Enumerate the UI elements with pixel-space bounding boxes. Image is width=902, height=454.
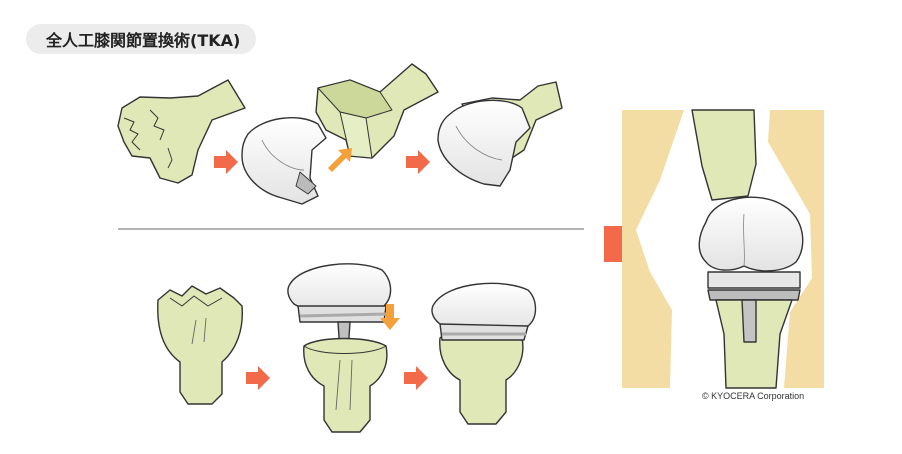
- insert-arrow-tibia: [380, 304, 400, 330]
- step-arrow-femur-2: [406, 150, 430, 174]
- femur-cut: [315, 63, 439, 159]
- step-arrow-femur-1: [214, 150, 238, 174]
- tibia-shaft: [715, 299, 793, 389]
- step-arrow-tibia-2: [404, 366, 428, 390]
- tibia-cut: [303, 337, 388, 433]
- tibial-tray: [707, 289, 801, 301]
- tibial-insert: [707, 271, 801, 289]
- femur-shaft: [691, 109, 757, 201]
- femoral-component: [241, 117, 327, 205]
- insert-arrow-femur: [328, 148, 352, 172]
- tibia-with-component: [431, 282, 537, 425]
- copyright-text: © KYOCERA Corporation: [702, 391, 805, 401]
- tibia-arthritic: [157, 285, 244, 405]
- femoral-component-installed: [698, 196, 804, 272]
- tibial-stem: [741, 299, 757, 343]
- femur-arthritic: [117, 79, 246, 184]
- page-title: 全人工膝関節置換術(TKA): [26, 24, 257, 54]
- femur-with-component: [437, 81, 563, 187]
- step-arrow-tibia-1: [246, 366, 270, 390]
- knee-implant-result: [622, 109, 824, 389]
